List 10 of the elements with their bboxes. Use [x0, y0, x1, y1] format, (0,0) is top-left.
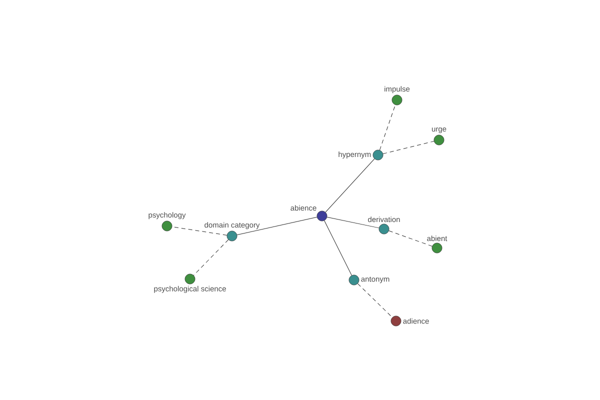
connector-line — [379, 104, 396, 150]
connector-line — [193, 239, 229, 276]
connector-line — [324, 220, 352, 276]
connector-line — [236, 216, 318, 236]
connector-line — [357, 283, 393, 318]
connector-line — [172, 226, 228, 236]
connector-line — [326, 216, 380, 228]
connector-line — [325, 158, 375, 212]
connector-line — [382, 141, 434, 154]
connector-line — [388, 230, 432, 246]
